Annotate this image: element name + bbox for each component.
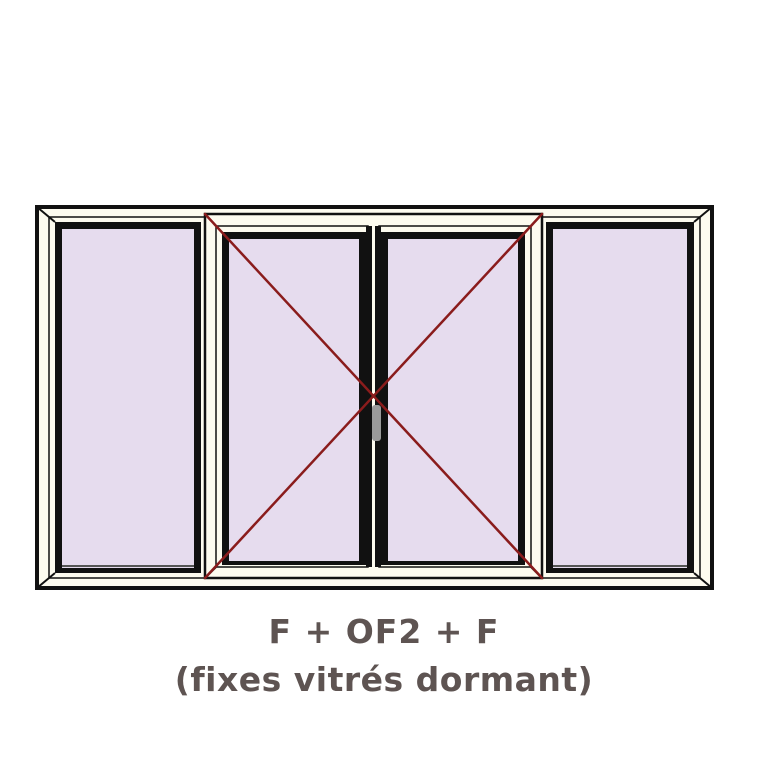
- handle-icon: [372, 405, 381, 441]
- right-fixed-panel: [546, 222, 694, 573]
- opening-direction-lines: [203, 212, 544, 580]
- right-opening-sash: [378, 225, 532, 568]
- left-opening-sash: [215, 225, 369, 568]
- configuration-subtitle: (fixes vitrés dormant): [174, 660, 594, 699]
- left-fixed-panel: [55, 222, 201, 573]
- configuration-title: F + OF2 + F: [268, 612, 500, 651]
